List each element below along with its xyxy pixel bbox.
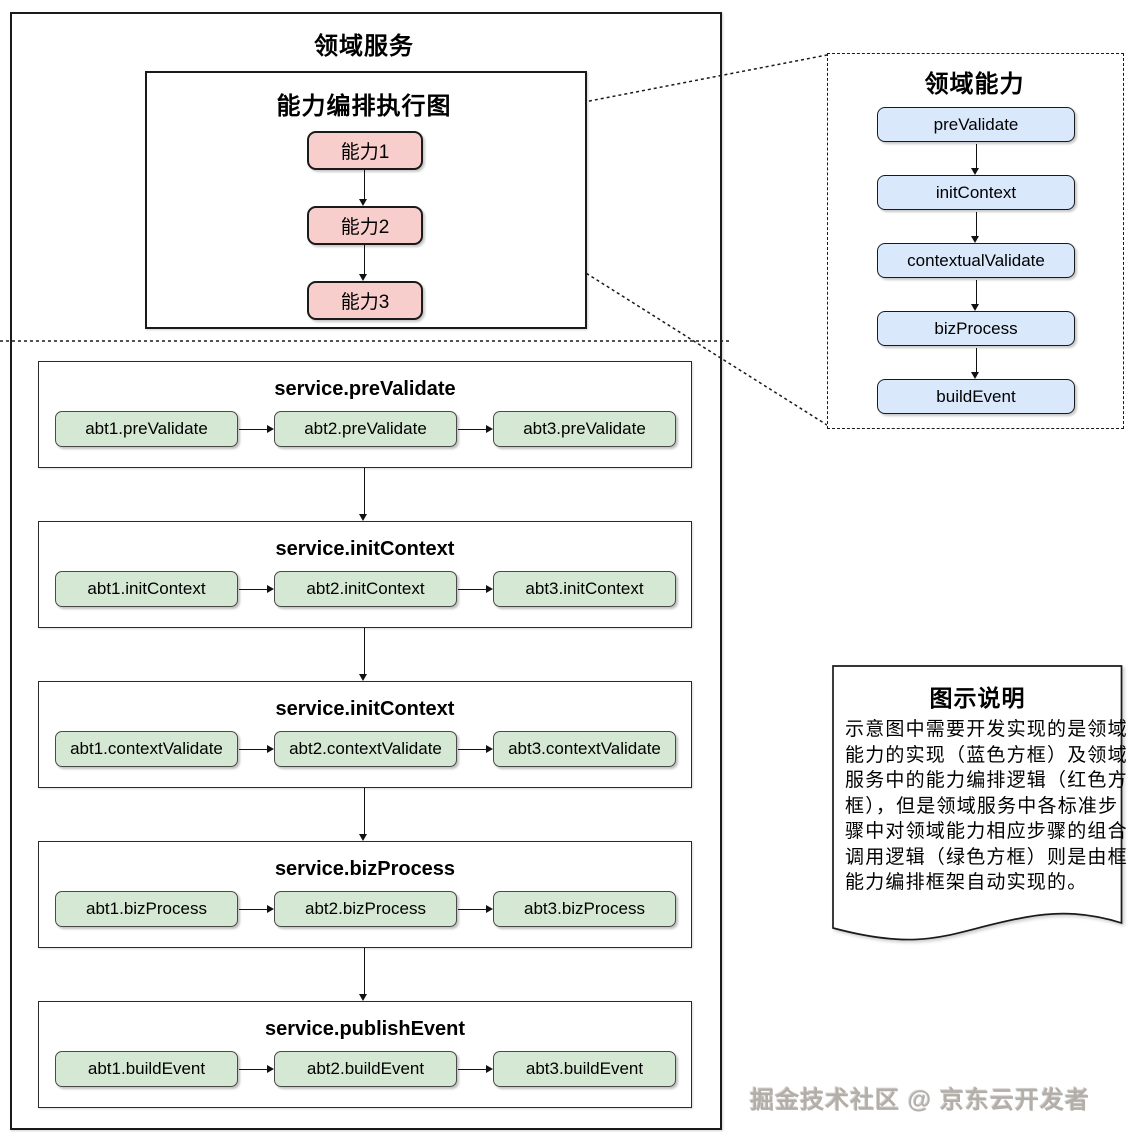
- right-arrow: [458, 905, 493, 914]
- right-arrow: [239, 745, 274, 754]
- down-arrow: [359, 628, 368, 681]
- service-step-title: service.publishEvent: [264, 1018, 466, 1040]
- domain-service-box: [10, 12, 722, 1130]
- auto-generated-node: abt1.buildEvent: [55, 1051, 238, 1087]
- orchestration-title: 能力编排执行图: [276, 93, 452, 120]
- auto-generated-node: abt1.preValidate: [55, 411, 238, 447]
- right-arrow: [458, 585, 493, 594]
- right-arrow: [239, 585, 274, 594]
- domain-capability-node: buildEvent: [877, 379, 1075, 414]
- legend-note-line: 框），但是领域服务中各标准步: [845, 795, 1119, 817]
- down-arrow: [359, 245, 368, 281]
- right-arrow: [458, 745, 493, 754]
- legend-note-line: 能力编排框架自动实现的。: [845, 872, 1088, 893]
- domain-service-title: 领域服务: [314, 33, 414, 60]
- down-arrow: [359, 788, 368, 841]
- service-step-title: service.bizProcess: [274, 858, 456, 880]
- auto-generated-node: abt1.bizProcess: [55, 891, 238, 927]
- legend-note-line: 能力的实现（蓝色方框）及领域: [845, 744, 1128, 766]
- service-step-title: service.initContext: [275, 538, 455, 560]
- capability-node: 能力1: [307, 131, 423, 170]
- domain-capability-node: contextualValidate: [877, 243, 1075, 278]
- auto-generated-node: abt3.bizProcess: [493, 891, 676, 927]
- auto-generated-node: abt2.preValidate: [274, 411, 457, 447]
- auto-generated-node: abt2.buildEvent: [274, 1051, 457, 1087]
- auto-generated-node: abt3.buildEvent: [493, 1051, 676, 1087]
- domain-capability-node: bizProcess: [877, 311, 1075, 346]
- capability-node: 能力2: [307, 206, 423, 245]
- down-arrow: [359, 948, 368, 1001]
- auto-generated-node: abt3.initContext: [493, 571, 676, 607]
- legend-note-line: 示意图中需要开发实现的是领域: [845, 719, 1128, 740]
- down-arrow: [971, 212, 980, 243]
- down-arrow: [971, 144, 980, 175]
- service-step-box: service.bizProcess abt1.bizProcess abt2.bi…: [38, 841, 692, 948]
- auto-generated-node: abt2.initContext: [274, 571, 457, 607]
- auto-generated-node: abt3.contextValidate: [493, 731, 676, 767]
- note-document-shape: [832, 665, 1123, 941]
- service-step-title: service.preValidate: [274, 378, 456, 400]
- domain-capability-node: preValidate: [877, 107, 1075, 142]
- service-step-box: service.initContext abt1.initContext abt2.…: [38, 521, 692, 628]
- down-arrow: [359, 468, 368, 521]
- service-step-box: service.preValidate abt1.preValidate abt2.…: [38, 361, 692, 468]
- service-step-title: service.initContext: [275, 698, 455, 720]
- auto-generated-node: abt2.bizProcess: [274, 891, 457, 927]
- auto-generated-node: abt3.preValidate: [493, 411, 676, 447]
- capability-node: 能力3: [307, 281, 423, 320]
- legend-note-line: 服务中的能力编排逻辑（红色方: [845, 770, 1128, 791]
- domain-capability-node: initContext: [877, 175, 1075, 210]
- right-arrow: [239, 1065, 274, 1074]
- auto-generated-node: abt1.initContext: [55, 571, 238, 607]
- legend-note-title: 图示说明: [929, 685, 1026, 711]
- down-arrow: [971, 280, 980, 311]
- watermark: 掘金技术社区 @ 京东云开发者: [750, 1087, 1090, 1114]
- right-arrow: [458, 425, 493, 434]
- down-arrow: [971, 348, 980, 379]
- down-arrow: [359, 170, 368, 206]
- legend-note-line: 骤中对领域能力相应步骤的组合: [845, 821, 1128, 842]
- right-arrow: [239, 425, 274, 434]
- legend-note: 图示说明 示意图中需要开发实现的是领域能力的实现（蓝色方框）及领域服务中的能力编…: [832, 665, 1127, 960]
- right-arrow: [458, 1065, 493, 1074]
- legend-note-body: 示意图中需要开发实现的是领域能力的实现（蓝色方框）及领域服务中的能力编排逻辑（红…: [845, 717, 1128, 896]
- service-step-box: service.publishEvent abt1.buildEvent abt2.…: [38, 1001, 692, 1108]
- service-step-box: service.initContext abt1.contextValidate a…: [38, 681, 692, 788]
- legend-note-line: 调用逻辑（绿色方框）则是由框: [845, 846, 1128, 868]
- auto-generated-node: abt2.contextValidate: [274, 731, 457, 767]
- right-arrow: [239, 905, 274, 914]
- domain-capability-title: 领域能力: [924, 71, 1025, 98]
- auto-generated-node: abt1.contextValidate: [55, 731, 238, 767]
